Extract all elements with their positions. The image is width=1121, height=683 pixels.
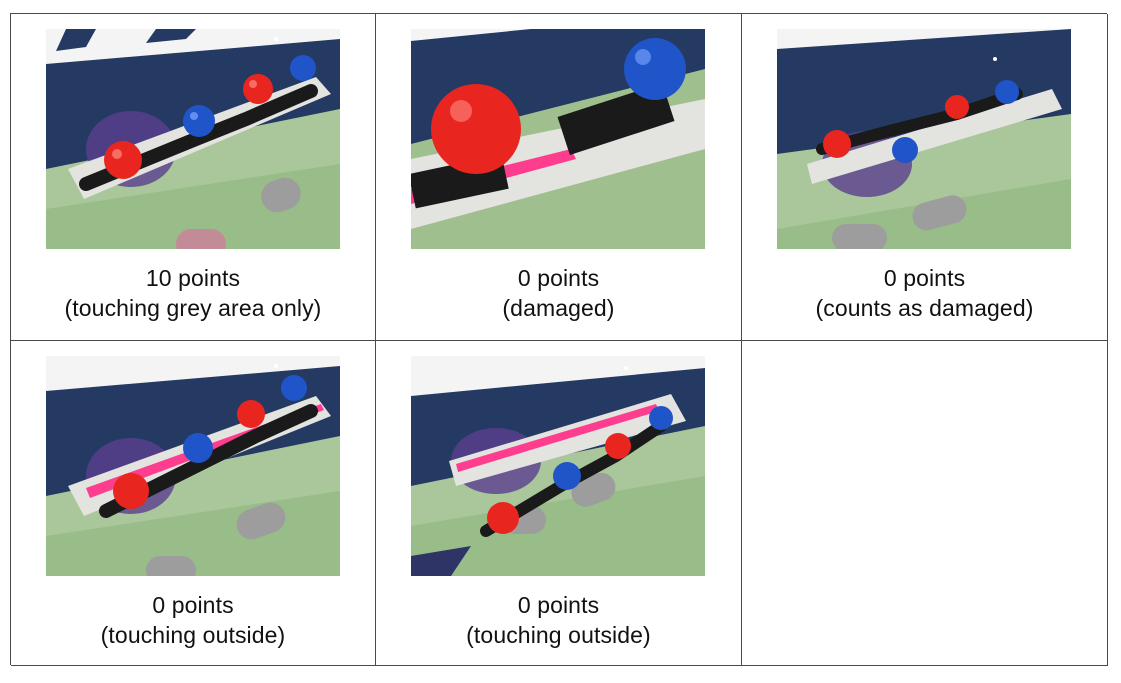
mission-model-photo: [777, 29, 1071, 249]
scoring-table: 10 points (touching grey area only) 0 po…: [10, 13, 1108, 666]
table-cell: 10 points (touching grey area only): [11, 14, 376, 341]
points-label: 0 points: [152, 592, 234, 618]
table-cell: 0 points (damaged): [376, 14, 742, 341]
table-cell: 0 points (counts as damaged): [742, 14, 1108, 341]
cell-caption: 0 points (touching outside): [11, 590, 375, 650]
mission-model-photo: [46, 356, 340, 576]
cell-caption: 0 points (counts as damaged): [742, 263, 1107, 323]
table-cell: 0 points (touching outside): [11, 341, 376, 666]
cell-caption: 10 points (touching grey area only): [11, 263, 375, 323]
condition-note: (counts as damaged): [815, 295, 1034, 321]
points-label: 0 points: [883, 265, 966, 291]
cell-caption: 0 points (touching outside): [376, 590, 741, 650]
points-label: 0 points: [517, 265, 600, 291]
mission-model-photo: [46, 29, 340, 249]
cell-caption: 0 points (damaged): [376, 263, 741, 323]
mission-model-photo: [411, 29, 705, 249]
table-cell: 0 points (touching outside): [376, 341, 742, 666]
mission-model-photo: [411, 356, 705, 576]
points-label: 10 points: [145, 265, 241, 291]
condition-note: (damaged): [502, 295, 615, 321]
condition-note: (touching outside): [100, 622, 286, 648]
condition-note: (touching outside): [466, 622, 651, 648]
points-label: 0 points: [517, 592, 600, 618]
condition-note: (touching grey area only): [64, 295, 322, 321]
empty-cell: [742, 341, 1108, 666]
